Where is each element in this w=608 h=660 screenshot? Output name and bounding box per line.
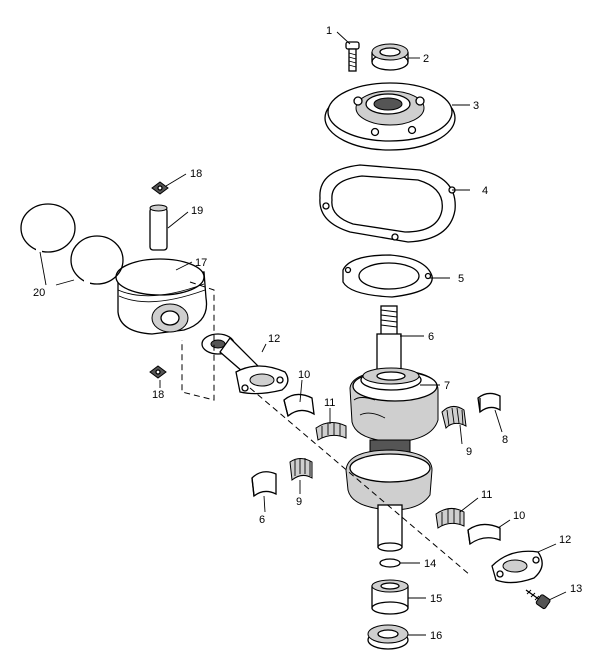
assembly-guide-lines — [181, 281, 471, 576]
callout-18b: 18 — [152, 389, 164, 401]
part-4-gasket-ring — [319, 164, 456, 243]
part-9-needle-cage-right — [441, 406, 467, 429]
callout-4: 4 — [482, 185, 488, 197]
callout-10a: 10 — [298, 369, 310, 381]
callout-13: 13 — [570, 583, 582, 595]
callout-16: 16 — [430, 630, 442, 642]
callout-14: 14 — [424, 558, 436, 570]
part-13-cap-screw — [525, 589, 551, 610]
part-6-crankshaft — [345, 305, 439, 552]
callout-15: 15 — [430, 593, 442, 605]
part-17-piston — [115, 258, 208, 335]
part-6-bearing-shell-lower — [251, 471, 277, 498]
callout-9a: 9 — [466, 446, 472, 458]
callout-17: 17 — [195, 257, 207, 269]
part-12-connecting-rod — [201, 333, 289, 395]
part-14-o-ring — [379, 558, 401, 568]
callout-12b: 12 — [559, 534, 571, 546]
part-1-screw — [345, 41, 360, 72]
callout-11b: 11 — [481, 489, 492, 501]
callout-6a: 6 — [428, 331, 434, 343]
part-7-bearing — [360, 367, 422, 391]
leader-lines — [39, 31, 567, 636]
callout-5: 5 — [458, 273, 464, 285]
part-15-bushing — [371, 579, 409, 615]
callout-18a: 18 — [190, 168, 202, 180]
callout-6b: 6 — [259, 514, 265, 526]
part-3-end-cap — [324, 82, 456, 151]
part-10-half-shell-lower — [467, 523, 501, 546]
callout-10b: 10 — [513, 510, 525, 522]
part-11-needle-cage-upper — [315, 422, 347, 441]
callout-19: 19 — [191, 205, 203, 217]
callout-labels: 1 2 3 4 5 6 7 8 9 10 11 12 6 9 11 10 12 … — [33, 25, 582, 642]
part-5-small-gasket — [342, 254, 433, 298]
callout-7: 7 — [444, 380, 450, 392]
part-19-wrist-pin — [149, 204, 168, 251]
callout-9b: 9 — [296, 496, 302, 508]
part-12-rod-cap — [491, 550, 543, 584]
callout-20: 20 — [33, 287, 45, 299]
callout-1: 1 — [326, 25, 332, 37]
part-16-seal — [367, 624, 409, 650]
callout-11a: 11 — [324, 397, 335, 409]
part-2-seal — [371, 43, 409, 71]
callout-2: 2 — [423, 53, 429, 65]
part-18-clip-bottom — [149, 365, 167, 379]
part-11-needle-cage-lower — [435, 508, 465, 529]
callout-12a: 12 — [268, 333, 280, 345]
part-9-needle-cage-lower — [289, 458, 313, 481]
callout-8: 8 — [502, 434, 508, 446]
part-20-piston-rings — [20, 203, 124, 285]
callout-3: 3 — [473, 100, 479, 112]
part-8-bearing-shell — [477, 392, 501, 414]
part-18-clip-top — [151, 181, 169, 195]
part-10-half-shell-upper — [283, 393, 315, 418]
